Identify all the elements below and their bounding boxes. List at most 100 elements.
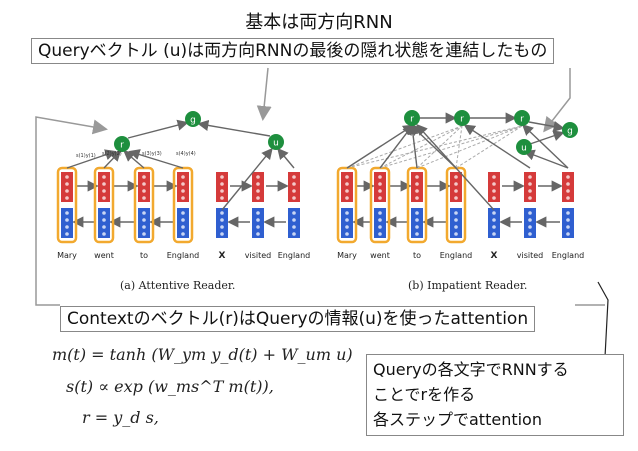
cell-dot — [256, 218, 260, 222]
cell-dot — [378, 211, 382, 215]
cell-dot — [220, 189, 224, 193]
forward-cell — [488, 172, 500, 202]
backward-cell — [98, 208, 110, 238]
cell-dot — [566, 196, 570, 200]
cell-dot — [345, 211, 349, 215]
cell-dot — [256, 196, 260, 200]
cell-dot — [378, 175, 382, 179]
backward-cell — [216, 208, 228, 238]
cell-dot — [181, 218, 185, 222]
cell-dot — [415, 218, 419, 222]
cell-dot — [292, 182, 296, 186]
cell-dot — [566, 175, 570, 179]
forward-cell — [138, 172, 150, 202]
cell-dot — [292, 232, 296, 236]
edge — [66, 149, 117, 169]
edge — [127, 119, 189, 139]
node-r-1 — [454, 110, 470, 126]
cell-dot — [220, 225, 224, 229]
node-u — [268, 134, 284, 150]
node-r-label: r — [120, 141, 124, 151]
cell-dot — [454, 218, 458, 222]
cell-dot — [492, 232, 496, 236]
forward-cell — [252, 172, 264, 202]
cell-dot — [415, 189, 419, 193]
cell-dot — [415, 211, 419, 215]
node-g — [562, 122, 578, 138]
cell-dot — [292, 225, 296, 229]
backward-cell — [252, 208, 264, 238]
cell-dot — [292, 189, 296, 193]
backward-cell — [341, 208, 353, 238]
cell-dot — [415, 232, 419, 236]
cell-dot — [256, 182, 260, 186]
cell-dot — [292, 211, 296, 215]
node-u — [516, 139, 532, 155]
cell-dot — [65, 175, 69, 179]
cell-dot — [256, 232, 260, 236]
cell-dot — [566, 211, 570, 215]
cell-dot — [528, 218, 532, 222]
edge — [221, 147, 273, 211]
edge — [523, 149, 569, 169]
token-4: X — [219, 251, 226, 261]
cell-dot — [142, 211, 146, 215]
cell-dot — [142, 218, 146, 222]
cell-dot — [181, 211, 185, 215]
attn-label-0: s(1)y(1) — [76, 153, 96, 159]
cell-dot — [181, 175, 185, 179]
attn-label-2: s(3)y(3) — [142, 151, 162, 157]
backward-cell — [411, 208, 423, 238]
cell-dot — [220, 196, 224, 200]
edge — [379, 123, 414, 169]
forward-cell — [524, 172, 536, 202]
cell-dot — [415, 225, 419, 229]
cell-dot — [454, 211, 458, 215]
cell-dot — [566, 182, 570, 186]
cell-dot — [492, 175, 496, 179]
forward-cell — [177, 172, 189, 202]
cell-dot — [492, 196, 496, 200]
token-2: to — [413, 251, 421, 260]
cell-dot — [566, 232, 570, 236]
cell-dot — [256, 189, 260, 193]
impatient-line-2: ことでrを作る — [373, 384, 476, 404]
edge — [379, 125, 463, 169]
cell-dot — [102, 175, 106, 179]
forward-cell — [411, 172, 423, 202]
cell-dot — [528, 189, 532, 193]
cell-dot — [345, 232, 349, 236]
cell-dot — [65, 196, 69, 200]
cell-dot — [220, 211, 224, 215]
edge — [128, 149, 184, 169]
cell-dot — [492, 189, 496, 193]
forward-cell — [341, 172, 353, 202]
arrow-to-u-b — [543, 68, 571, 133]
backward-cell — [177, 208, 189, 238]
cell-dot — [181, 225, 185, 229]
arrow-to-u-a — [256, 67, 272, 121]
token-3: England — [440, 251, 472, 260]
edge — [407, 123, 419, 169]
edge — [123, 150, 145, 169]
cell-dot — [65, 189, 69, 193]
token-5: visited — [245, 251, 271, 260]
cell-dot — [181, 232, 185, 236]
caption-attentive: (a) Attentive Reader. — [120, 279, 236, 292]
backward-cell — [61, 208, 73, 238]
cell-dot — [142, 182, 146, 186]
forward-cell — [450, 172, 462, 202]
cell-dot — [454, 175, 458, 179]
token-6: England — [552, 251, 584, 260]
backward-cell — [288, 208, 300, 238]
edge — [103, 149, 122, 169]
cell-dot — [220, 182, 224, 186]
edge — [346, 125, 463, 169]
cell-dot — [65, 225, 69, 229]
cell-dot — [102, 211, 106, 215]
node-r-2-label: r — [520, 115, 524, 125]
cell-dot — [454, 182, 458, 186]
cell-dot — [102, 225, 106, 229]
